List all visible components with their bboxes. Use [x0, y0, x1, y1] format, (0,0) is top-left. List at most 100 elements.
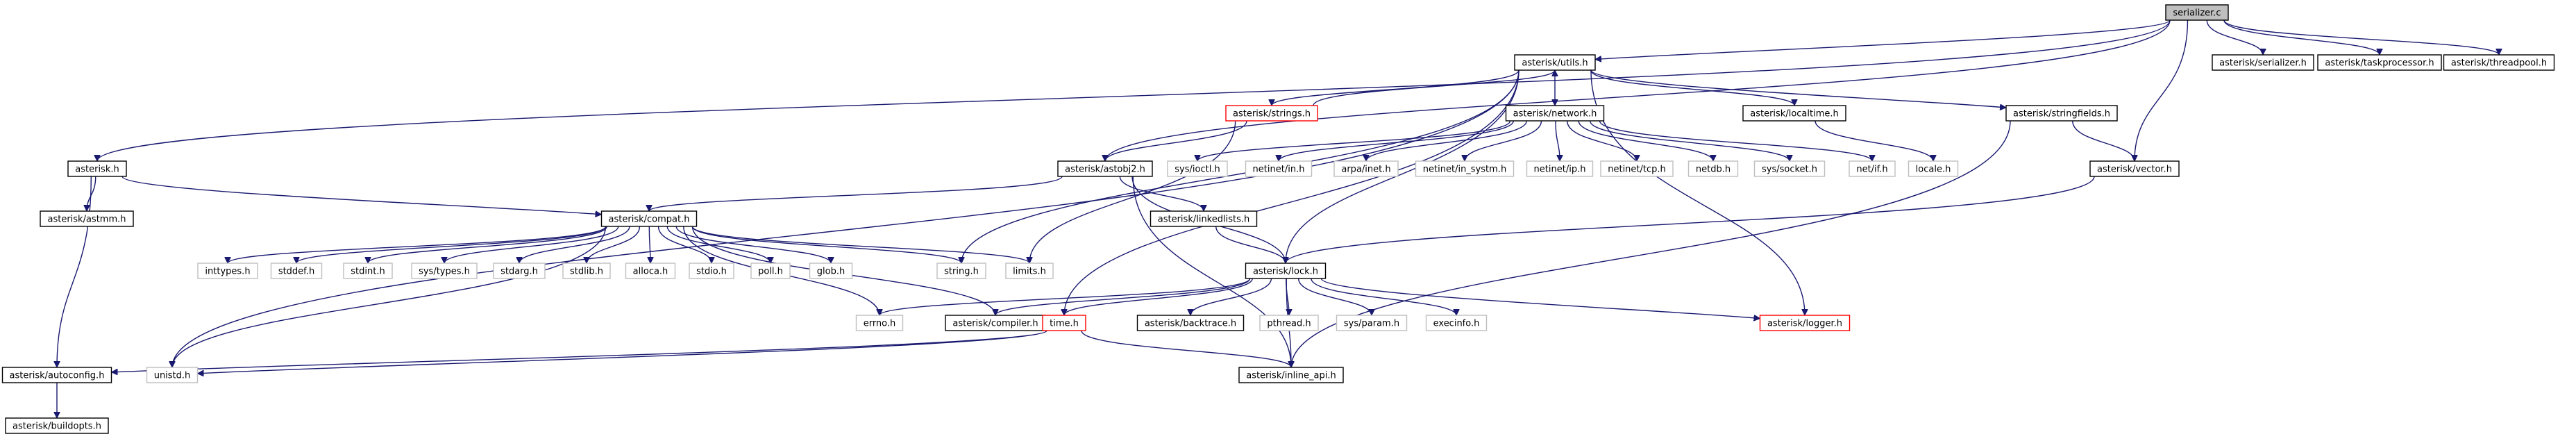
node-label: netinet/in.h [1253, 165, 1305, 175]
edge-network_h-to-netinet_tcp_h [1567, 120, 1637, 162]
node-logger-h[interactable]: asterisk/logger.h [1759, 315, 1851, 331]
node-backtrace-h[interactable]: asterisk/backtrace.h [1136, 315, 1245, 331]
node-label: pthread.h [1267, 319, 1311, 329]
node-box [809, 263, 853, 279]
edge-network_h-to-netinet_in_systm_h [1465, 120, 1542, 162]
node-label: stdint.h [351, 267, 385, 277]
node-box [1005, 263, 1054, 279]
node-label: netinet/ip.h [1534, 165, 1586, 175]
node-box [40, 210, 134, 227]
node-box [5, 417, 109, 434]
node-lock-h[interactable]: asterisk/lock.h [1245, 263, 1327, 279]
node-box [343, 263, 393, 279]
node-strings-h[interactable]: asterisk/strings.h [1225, 105, 1318, 122]
node-unistd-h[interactable]: unistd.h [146, 367, 199, 383]
node-box [270, 263, 323, 279]
node-execinfo-h[interactable]: execinfo.h [1425, 315, 1488, 331]
node-sys-param-h[interactable]: sys/param.h [1336, 315, 1408, 331]
node-poll-h[interactable]: poll.h [750, 263, 791, 279]
node-ast-serializer-h[interactable]: asterisk/serializer.h [2212, 54, 2314, 71]
node-limits-h[interactable]: limits.h [1005, 263, 1054, 279]
node-linkedlists-h[interactable]: asterisk/linkedlists.h [1150, 210, 1258, 227]
node-box [1759, 315, 1851, 331]
node-inttypes-h[interactable]: inttypes.h [197, 263, 258, 279]
node-localtime-h[interactable]: asterisk/localtime.h [1742, 105, 1846, 122]
node-stringfields-h[interactable]: asterisk/stringfields.h [2005, 105, 2118, 122]
node-sys-socket-h[interactable]: sys/socket.h [1753, 160, 1826, 177]
node-stddef-h[interactable]: stddef.h [270, 263, 323, 279]
node-netinet-ip-h[interactable]: netinet/ip.h [1526, 160, 1594, 177]
node-label: asterisk/lock.h [1253, 267, 1318, 277]
node-time-h[interactable]: time.h [1042, 315, 1086, 331]
node-buildopts-h[interactable]: asterisk/buildopts.h [5, 417, 109, 434]
node-box [411, 263, 478, 279]
node-autoconfig-h[interactable]: asterisk/autoconfig.h [1, 367, 112, 383]
edge-network_h-to-sys_ioctl_h [1197, 120, 1511, 162]
edge-compat_h-to-glob_h [675, 226, 831, 264]
edge-strings_h-to-utils_h [1313, 69, 1555, 106]
edge-serializer_c-to-ast_serializer_h [2206, 19, 2263, 56]
node-box [1753, 160, 1826, 177]
node-label: asterisk/utils.h [1522, 58, 1588, 69]
edge-network_h-to-netdb_h [1578, 120, 1713, 162]
node-inline-api-h[interactable]: asterisk/inline_api.h [1238, 367, 1344, 383]
edge-vector_h-to-lock_h [1286, 176, 2095, 264]
node-label: stdlib.h [570, 267, 603, 277]
edge-compat_h-to-limits_h [691, 226, 1030, 264]
node-label: asterisk/stringfields.h [2013, 109, 2110, 119]
node-label: asterisk/autoconfig.h [10, 371, 105, 381]
edge-compat_h-to-inttypes_h [228, 226, 607, 264]
edge-utils_h-to-string_h [961, 69, 1519, 263]
node-box [197, 263, 258, 279]
node-stdio-h[interactable]: stdio.h [689, 263, 734, 279]
node-sys-types-h[interactable]: sys/types.h [411, 263, 478, 279]
edge-serializer_c-to-vector_h [2135, 19, 2189, 161]
node-vector-h[interactable]: asterisk/vector.h [2089, 160, 2180, 177]
node-box [1336, 315, 1408, 331]
node-stdlib-h[interactable]: stdlib.h [562, 263, 611, 279]
node-astmm-h[interactable]: asterisk/astmm.h [40, 210, 134, 227]
node-network-h[interactable]: asterisk/network.h [1505, 105, 1605, 122]
edge-serializer_c-to-taskprocessor_h [2223, 19, 2380, 56]
node-label: serializer.c [2173, 8, 2221, 19]
node-string-h[interactable]: string.h [936, 263, 986, 279]
node-stdint-h[interactable]: stdint.h [343, 263, 393, 279]
node-label: alloca.h [633, 267, 668, 277]
node-box [1, 367, 112, 383]
node-glob-h[interactable]: glob.h [809, 263, 853, 279]
node-alloca-h[interactable]: alloca.h [625, 263, 676, 279]
node-errno-h[interactable]: errno.h [855, 315, 904, 331]
node-netdb-h[interactable]: netdb.h [1687, 160, 1739, 177]
node-box [1057, 160, 1153, 177]
node-pthread-h[interactable]: pthread.h [1259, 315, 1319, 331]
node-label: asterisk/compat.h [609, 215, 690, 225]
node-box [1415, 160, 1515, 177]
node-astobj2-h[interactable]: asterisk/astobj2.h [1057, 160, 1153, 177]
node-netinet-in-systm-h[interactable]: netinet/in_systm.h [1415, 160, 1515, 177]
node-label: stdio.h [696, 267, 727, 277]
edge-astobj2_h-to-linkedlists_h [1119, 176, 1204, 212]
edge-compat_h-to-unistd_h [172, 226, 607, 367]
node-netinet-in-h[interactable]: netinet/in.h [1245, 160, 1313, 177]
node-label: asterisk/backtrace.h [1145, 319, 1236, 329]
node-arpa-inet-h[interactable]: arpa/inet.h [1333, 160, 1399, 177]
node-box [1259, 315, 1319, 331]
node-locale-h[interactable]: locale.h [1908, 160, 1959, 177]
node-taskprocessor-h[interactable]: asterisk/taskprocessor.h [2317, 54, 2442, 71]
node-label: stddef.h [278, 267, 314, 277]
node-threadpool-h[interactable]: asterisk/threadpool.h [2443, 54, 2555, 71]
node-compat-h[interactable]: asterisk/compat.h [600, 210, 698, 227]
node-net-if-h[interactable]: net/if.h [1849, 160, 1896, 177]
node-compiler-h[interactable]: asterisk/compiler.h [945, 315, 1046, 331]
node-label: asterisk/localtime.h [1750, 109, 1839, 119]
node-sys-ioctl-h[interactable]: sys/ioctl.h [1167, 160, 1228, 177]
node-box [1526, 160, 1594, 177]
node-stdarg-h[interactable]: stdarg.h [493, 263, 546, 279]
node-layer: serializer.c asterisk/utils.h asterisk/ser… [1, 4, 2555, 434]
node-asterisk-h[interactable]: asterisk.h [67, 160, 127, 177]
node-utils-h[interactable]: asterisk/utils.h [1514, 54, 1596, 71]
node-netinet-tcp-h[interactable]: netinet/tcp.h [1600, 160, 1674, 177]
edge-network_h-to-sys_socket_h [1590, 120, 1790, 162]
node-label: asterisk/logger.h [1767, 319, 1842, 329]
